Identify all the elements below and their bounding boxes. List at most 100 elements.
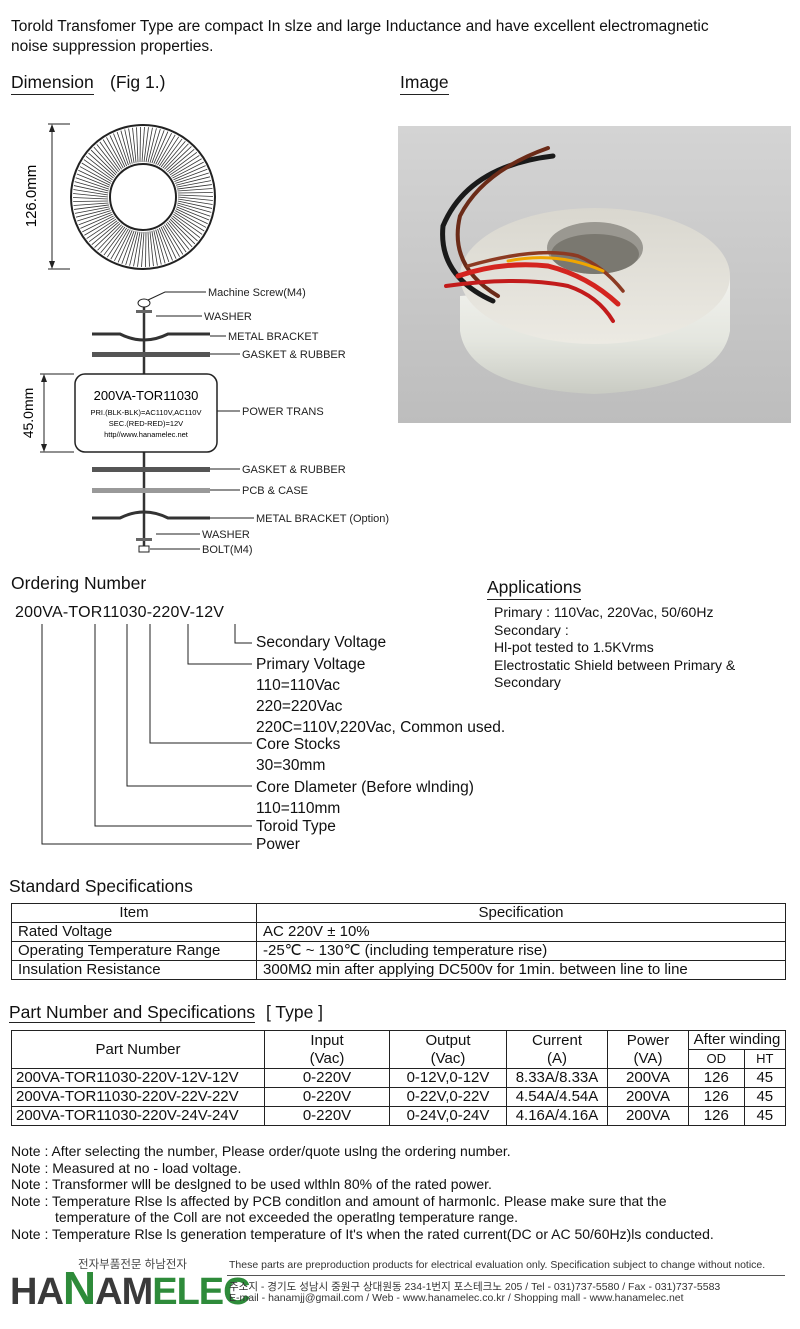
winding-line [86,218,117,239]
table-cell: 45 [743,1087,787,1107]
winding-line [124,129,133,164]
winding-line [167,148,195,173]
table-cell: 4.54A/4.54A [506,1087,608,1107]
winding-line [82,215,114,233]
table-cell: 0-22V,0-22V [389,1087,507,1107]
winding-line [176,180,212,188]
table-header: Output(Vac) [389,1030,507,1069]
winding-line [77,210,111,222]
winding-line [133,231,141,267]
header-input: Input [310,1031,344,1049]
plate-line1: PRI.(BLK-BLK)=AC110V,AC110V [91,408,202,417]
winding-line [120,130,131,165]
winding-line [74,206,110,214]
winding-line [73,193,109,198]
winding-line [88,220,118,243]
applications-heading: Applications [487,577,582,600]
callout-pcb-case: PCB & CASE [242,485,308,497]
intro-text: Torold Transfomer Type are compact In sl… [11,18,709,55]
winding-line [73,200,109,202]
table-cell: 0-12V,0-12V [389,1068,507,1088]
table-header: OD [688,1049,745,1069]
winding-line [143,127,149,163]
winding-line [177,200,213,209]
callout-washer-bottom: WASHER [202,529,250,541]
header-current-unit: (A) [547,1049,567,1067]
table-cell: 126 [688,1068,745,1088]
footer-korean-tag: 전자부품전문 하남전자 [78,1259,187,1271]
logo-part: ELEC [152,1271,250,1313]
winding-line [141,231,145,268]
winding-line [177,188,213,192]
winding-line [91,221,119,246]
table-cell: 0-220V [264,1087,390,1107]
table-header: Current(A) [506,1030,608,1069]
header-output-unit: (Vac) [430,1049,466,1067]
standard-specs-heading: Standard Specifications [9,876,193,896]
winding-line [72,197,109,200]
table-cell: 8.33A/8.33A [506,1068,608,1088]
dimension-heading: Dimension [11,72,94,95]
winding-line [99,141,121,171]
winding-line [168,151,198,174]
table-header: Input(Vac) [264,1030,390,1069]
header-power: Power [626,1031,670,1049]
winding-line [75,177,110,190]
winding-line [78,212,112,226]
winding-line [177,184,212,190]
logo-part: HA [10,1271,64,1313]
winding-line [90,149,117,176]
callout-machine-screw: Machine Screw(M4) [208,287,306,299]
winding-line [165,146,192,171]
table-header: Item [11,903,257,923]
winding-line [93,146,118,174]
winding-line [113,133,128,167]
winding-line [100,225,124,253]
callout-metal-bracket-option: METAL BRACKET (Option) [256,513,389,525]
ordering-core-diameter: Core Dlameter (Before wlnding) [256,779,474,796]
winding-line [177,196,213,201]
logo-part: N [62,1262,96,1314]
table-cell: Operating Temperature Range [11,941,257,961]
winding-line [147,128,157,163]
winding-line [155,229,166,264]
winding-line [102,139,122,170]
winding-line [165,223,187,253]
ordering-toroid-type: Toroid Type [256,818,336,835]
winding-line [73,189,109,196]
diameter-label: 126.0mm [23,165,40,228]
winding-line [132,127,137,163]
winding-line [103,226,126,256]
winding-line [81,162,112,182]
winding-line [175,210,207,228]
table-row: 200VA-TOR11030-220V-12V-12V 0-220V 0-12V… [11,1068,787,1088]
winding-line [164,224,184,255]
footer-disclaimer: These parts are preproduction products f… [229,1259,766,1271]
table-cell: 200VA-TOR11030-220V-24V-24V [11,1106,265,1126]
winding-line [80,213,113,229]
winding-line [173,165,206,181]
winding-line [160,226,177,259]
table-cell: 126 [688,1106,745,1126]
plate-line2: SEC.(RED-RED)=12V [109,419,183,428]
note-line: Note : Measured at no - load voltage. [11,1159,242,1176]
winding-line [141,126,145,163]
ordering-110: 110=110Vac [256,677,341,694]
winding-line [169,218,196,245]
note-line: Note : After selecting the number, Pleas… [11,1143,511,1159]
applications-line: Electrostatic Shield between Primary & [494,656,736,673]
parts-heading-suffix: [ Type ] [265,1002,324,1022]
winding-line [114,229,131,262]
winding-line [94,223,121,248]
ordering-220c: 220C=110V,220Vac, Common used. [256,719,506,736]
winding-line [177,198,213,205]
ordering-secondary-voltage: Secondary Voltage [256,634,387,651]
applications-line: Primary : 110Vac, 220Vac, 50/60Hz [494,604,714,620]
plate-title: 200VA-TOR11030 [94,388,199,403]
winding-line [169,155,200,176]
header-output: Output [425,1031,471,1049]
winding-line [116,131,129,166]
winding-line [85,155,114,179]
company-logo: HANAMELEC [10,1265,251,1314]
winding-line [158,227,173,261]
